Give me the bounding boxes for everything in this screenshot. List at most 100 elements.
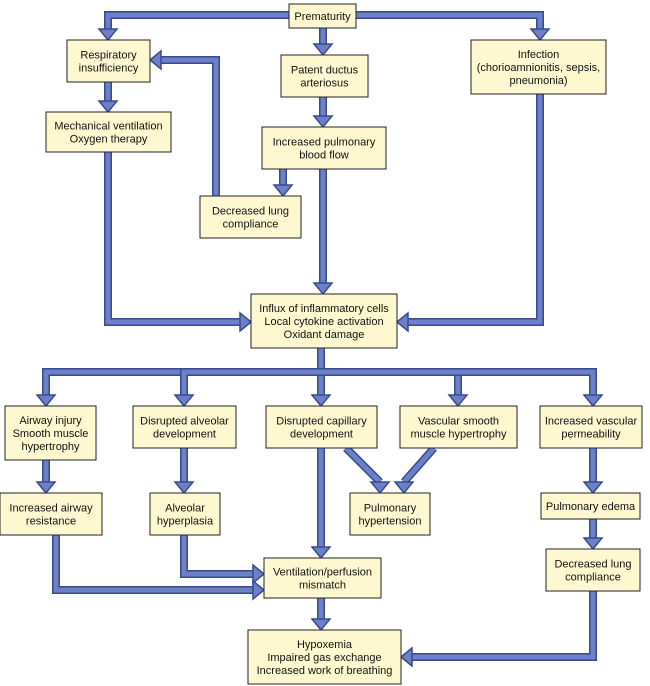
arrow-influx-to-disrupted-capillary-head	[310, 394, 332, 408]
box-increased-pulmonary-blood-flow-frame	[261, 126, 387, 170]
box-influx-inflammatory-cells-frame	[250, 293, 398, 349]
arrow-capillary-to-hypertension-shaft	[344, 446, 382, 484]
box-hypoxemia-label-line: Impaired gas exchange	[267, 652, 381, 664]
arrow-prematurity-to-pda	[312, 28, 334, 57]
arrow-prematurity-to-infection-shaft	[356, 12, 543, 29]
arrow-resistance-to-vq-shaft-outline	[52, 535, 253, 594]
arrow-influx-to-vascular-permeability-head	[582, 394, 604, 408]
arrow-influx-to-vascular-smooth-muscle-head	[447, 394, 469, 408]
arrow-resistance-to-vq-shaft	[53, 535, 253, 593]
box-disrupted-alveolar-development-frame	[132, 405, 237, 449]
box-hypoxemia-frame	[247, 629, 402, 685]
arrow-hyperplasia-to-vq-head	[252, 563, 266, 585]
arrow-vascular-muscle-to-hypertension-shaft	[402, 446, 436, 484]
box-infection: Infection(chorioamnionitis, sepsis,pneum…	[470, 39, 607, 95]
box-increased-pulmonary-blood-flow-label-line: blood flow	[299, 150, 349, 162]
arrow-permeability-to-edema-head	[582, 481, 604, 495]
box-airway-injury-label-line: Smooth muscle	[13, 428, 89, 440]
arrow-influx-to-vascular-permeability-shaft	[321, 369, 596, 395]
box-pulmonary-edema-frame	[540, 492, 641, 520]
arrow-permeability-to-edema	[582, 448, 604, 495]
box-respiratory-insufficiency-frame	[66, 39, 151, 83]
box-ventilation-perfusion-mismatch-label-line: mismatch	[299, 580, 346, 592]
arrow-respiratory-to-ventilation	[97, 82, 119, 114]
arrow-capillary-to-hypertension-head	[369, 481, 391, 495]
box-prematurity-frame	[288, 3, 357, 29]
arrow-pulmonary-flow-to-influx	[312, 169, 334, 296]
arrow-capillary-to-vq-head	[310, 546, 332, 560]
box-decreased-lung-compliance-top-label-line: Decreased lung	[212, 206, 289, 218]
arrows-layer	[35, 11, 604, 668]
arrow-influx-to-disrupted-alveolar-shaft	[181, 369, 321, 395]
box-decreased-lung-compliance-bottom-label-line: Decreased lung	[554, 559, 631, 571]
box-respiratory-insufficiency-label-line: Respiratory	[80, 50, 137, 62]
arrow-respiratory-to-ventilation-head	[97, 100, 119, 114]
arrow-ventilation-to-influx-shaft	[105, 152, 240, 325]
arrow-compliance-to-hypoxemia-head	[399, 646, 413, 668]
box-vascular-smooth-muscle-label-line: muscle hypertrophy	[411, 429, 507, 441]
box-airway-injury-frame	[4, 405, 97, 461]
box-patent-ductus-arteriosus-frame	[280, 54, 369, 98]
arrow-vascular-muscle-to-hypertension-head	[393, 481, 415, 495]
box-airway-injury-label-line: hypertrophy	[21, 441, 80, 453]
box-disrupted-alveolar-development-label-line: development	[153, 429, 216, 441]
arrow-pda-to-pulmonary-flow	[312, 97, 334, 129]
arrow-compliance-to-respiratory	[148, 49, 220, 196]
box-airway-injury-label-line: Airway injury	[19, 415, 82, 427]
arrow-airway-to-resistance-head	[35, 481, 57, 495]
arrow-influx-to-disrupted-capillary	[310, 348, 332, 408]
box-ventilation-perfusion-mismatch-label-line: Ventilation/perfusion	[273, 567, 372, 579]
arrow-prematurity-to-infection	[356, 11, 551, 42]
arrow-infection-to-influx	[395, 94, 544, 333]
arrow-influx-to-vascular-smooth-muscle	[321, 368, 469, 408]
arrow-pulmonary-flow-to-compliance-head	[272, 184, 294, 198]
box-patent-ductus-arteriosus-label-line: arteriosus	[300, 78, 349, 90]
arrow-alveolar-to-hyperplasia	[173, 448, 195, 495]
arrow-infection-to-influx-shaft	[408, 94, 543, 325]
arrow-pulmonary-flow-to-influx-head	[312, 282, 334, 296]
arrow-hyperplasia-to-vq-shaft-outline	[180, 535, 253, 578]
arrow-compliance-to-respiratory-head	[148, 49, 162, 71]
box-disrupted-capillary-development-frame	[265, 405, 378, 449]
box-increased-airway-resistance-frame	[0, 492, 103, 536]
arrow-pulmonary-flow-to-compliance	[272, 169, 294, 198]
box-prematurity-label-line: Prematurity	[294, 11, 351, 23]
arrow-vq-to-hypoxemia	[310, 598, 332, 632]
arrow-prematurity-to-pda-head	[312, 43, 334, 57]
box-alveolar-hyperplasia-label-line: hyperplasia	[157, 516, 214, 528]
box-hypoxemia-label-line: Hypoxemia	[297, 639, 353, 651]
arrow-pda-to-pulmonary-flow-head	[312, 115, 334, 129]
box-increased-vascular-permeability-label-line: permeability	[561, 429, 621, 441]
box-infection-label-line: Infection	[518, 49, 560, 61]
arrow-hyperplasia-to-vq	[180, 535, 266, 585]
box-mechanical-ventilation-label-line: Mechanical ventilation	[54, 121, 162, 133]
box-increased-airway-resistance-label-line: Increased airway	[9, 503, 93, 515]
box-pulmonary-hypertension-label-line: Pulmonary	[364, 503, 417, 515]
box-vascular-smooth-muscle-frame	[399, 405, 518, 449]
box-influx-inflammatory-cells-label-line: Oxidant damage	[284, 329, 365, 341]
box-respiratory-insufficiency-label-line: insufficiency	[79, 63, 139, 75]
arrow-capillary-to-hypertension	[343, 445, 391, 495]
arrow-resistance-to-vq-head	[252, 579, 266, 601]
box-alveolar-hyperplasia-label-line: Alveolar	[165, 503, 205, 515]
box-hypoxemia-label-line: Increased work of breathing	[257, 665, 393, 677]
arrow-compliance-to-hypoxemia-shaft	[412, 591, 596, 660]
box-pulmonary-hypertension-label-line: hypertension	[359, 516, 422, 528]
box-pulmonary-edema-label-line: Pulmonary edema	[546, 501, 636, 513]
box-alveolar-hyperplasia-frame	[149, 492, 221, 536]
box-pulmonary-edema: Pulmonary edema	[540, 492, 641, 520]
